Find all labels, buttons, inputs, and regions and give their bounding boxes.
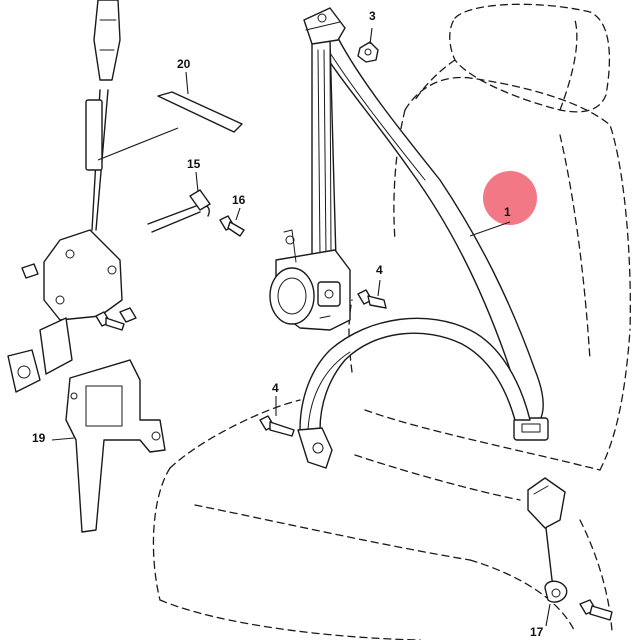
screw-16 — [219, 215, 245, 237]
lap-belt — [297, 317, 531, 469]
belt-retractor — [269, 229, 351, 331]
callout-3: 3 — [369, 9, 376, 23]
callout-4-lower: 4 — [272, 381, 279, 395]
bolt-4-lower — [259, 415, 295, 437]
bolt-4-upper — [357, 289, 387, 309]
height-adjuster — [7, 0, 123, 393]
nut-3 — [357, 41, 379, 63]
leader-lines — [51, 27, 551, 627]
callout-16: 16 — [232, 193, 246, 207]
belt-buckle — [527, 477, 568, 603]
callout-19: 19 — [32, 431, 46, 445]
seat-outline — [152, 3, 631, 640]
label-plate-20 — [157, 91, 243, 133]
bracket-19 — [65, 359, 166, 533]
callout-20: 20 — [177, 57, 191, 71]
callout-15: 15 — [187, 157, 201, 171]
bolt-17 — [579, 599, 613, 621]
callout-4-upper: 4 — [376, 263, 383, 277]
clip-15 — [147, 189, 211, 233]
highlight-marker — [483, 171, 537, 225]
callout-1: 1 — [504, 205, 511, 219]
callout-17: 17 — [530, 625, 544, 639]
adjuster-bolts — [95, 307, 137, 331]
